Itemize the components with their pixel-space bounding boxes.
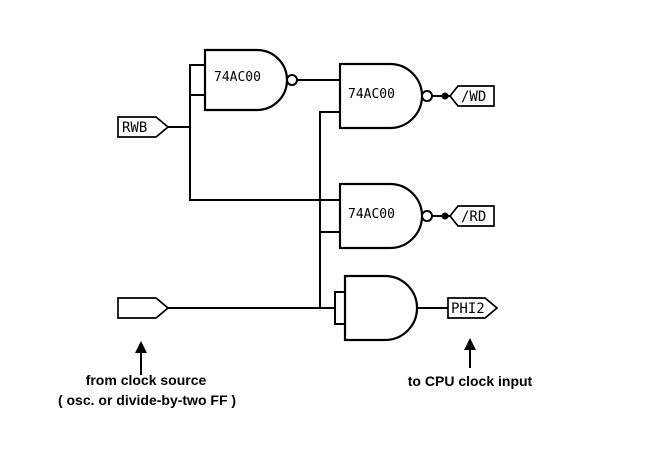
nand-gate-1-label: 74AC00 (214, 70, 261, 85)
annotation-cpu-clock: to CPU clock input (408, 373, 533, 389)
rd-net-label: /RD (448, 205, 495, 227)
nand-gate-3: 74AC00 (338, 182, 433, 250)
nand-gate-2: 74AC00 (338, 62, 433, 130)
rwb-net-label: RWB (117, 116, 170, 138)
nand-gate-1-bubble (286, 74, 298, 86)
up-arrow-cpu-clock (464, 338, 476, 368)
phi2-tag-text: PHI2 (451, 301, 485, 317)
annotation-clock-source-line2: ( osc. or divide-by-two FF ) (58, 392, 236, 408)
wd-net-label: /WD (448, 85, 495, 107)
up-arrow-cpu-clock-head (464, 338, 476, 350)
rd-tag-text: /RD (461, 209, 486, 225)
and-gate (343, 274, 419, 342)
rd-tag-shape (448, 205, 495, 227)
up-arrow-clock-source-head (135, 341, 147, 353)
rwb-tag-shape (117, 116, 170, 138)
clock-input-tag-shape (117, 297, 170, 319)
junction-dot-rd (441, 212, 449, 220)
wd-tag-text: /WD (461, 89, 486, 105)
up-arrow-clock-source (135, 341, 147, 375)
junction-dot-wd (441, 92, 449, 100)
nand-gate-2-label: 74AC00 (348, 87, 395, 102)
rwb-tag-text: RWB (122, 120, 147, 136)
wires (167, 64, 451, 325)
phi2-net-label: PHI2 (447, 297, 499, 319)
nand-gate-3-label: 74AC00 (348, 207, 395, 222)
phi2-tag-shape (447, 297, 499, 319)
nand-gate-3-bubble (421, 210, 433, 222)
wd-tag-shape (448, 85, 495, 107)
clock-input-tag (117, 297, 170, 319)
nand-gate-2-bubble (421, 90, 433, 102)
and-gate-body (343, 274, 419, 342)
annotation-clock-source-line1: from clock source (86, 372, 207, 388)
nand-gate-1: 74AC00 (203, 48, 298, 112)
